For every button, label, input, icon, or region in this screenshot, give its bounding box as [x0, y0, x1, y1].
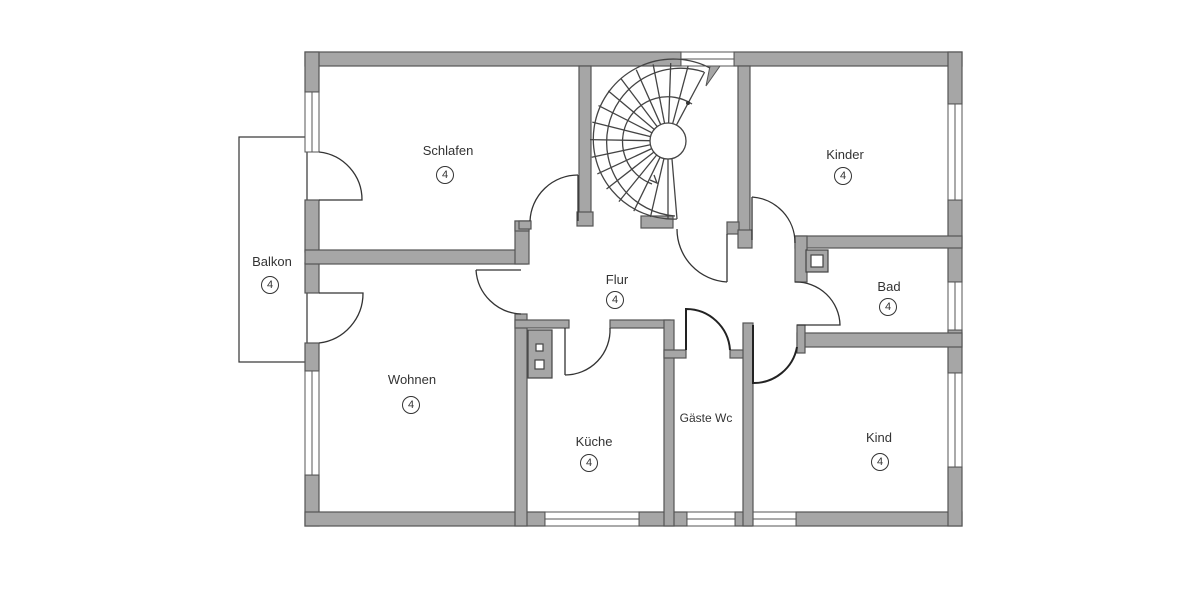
room-label-kinder: Kinder: [826, 147, 864, 162]
door-wohnen: [475, 269, 522, 315]
windows: [304, 51, 963, 527]
room-label-kind: Kind: [865, 430, 893, 445]
door-schlafen: [529, 174, 579, 222]
room-badge-schlafen: 4: [436, 166, 454, 184]
balcony-outline: [238, 136, 308, 363]
spiral-staircase: [590, 58, 721, 220]
room-badge-flur: 4: [606, 291, 624, 309]
door-kind: [752, 325, 798, 385]
room-label-kueche: Küche: [575, 434, 613, 449]
door-kueche: [564, 327, 611, 376]
chimney-kueche: [527, 329, 553, 379]
room-label-bad: Bad: [877, 279, 901, 294]
chimney-bad: [805, 249, 829, 273]
door-gaeste-wc: [685, 307, 731, 351]
door-stair: [676, 228, 728, 283]
room-badge-balkon: 4: [261, 276, 279, 294]
room-label-flur: Flur: [605, 272, 629, 287]
room-badge-kind: 4: [871, 453, 889, 471]
door-bad: [794, 281, 841, 326]
room-label-wohnen: Wohnen: [387, 372, 437, 387]
room-badge-bad: 4: [879, 298, 897, 316]
room-label-balkon: Balkon: [252, 254, 292, 269]
room-label-schlafen: Schlafen: [422, 143, 474, 158]
room-label-gaeste-wc: Gäste Wc: [679, 411, 733, 425]
door-balkon-wohnen: [318, 292, 364, 344]
interior-walls: [304, 65, 963, 527]
door-kinder: [751, 196, 796, 244]
door-balkon-schlafen: [318, 151, 363, 201]
room-badge-kinder: 4: [834, 167, 852, 185]
doors: [318, 151, 841, 385]
room-badge-wohnen: 4: [402, 396, 420, 414]
outer-walls: [304, 51, 963, 527]
room-badge-kueche: 4: [580, 454, 598, 472]
